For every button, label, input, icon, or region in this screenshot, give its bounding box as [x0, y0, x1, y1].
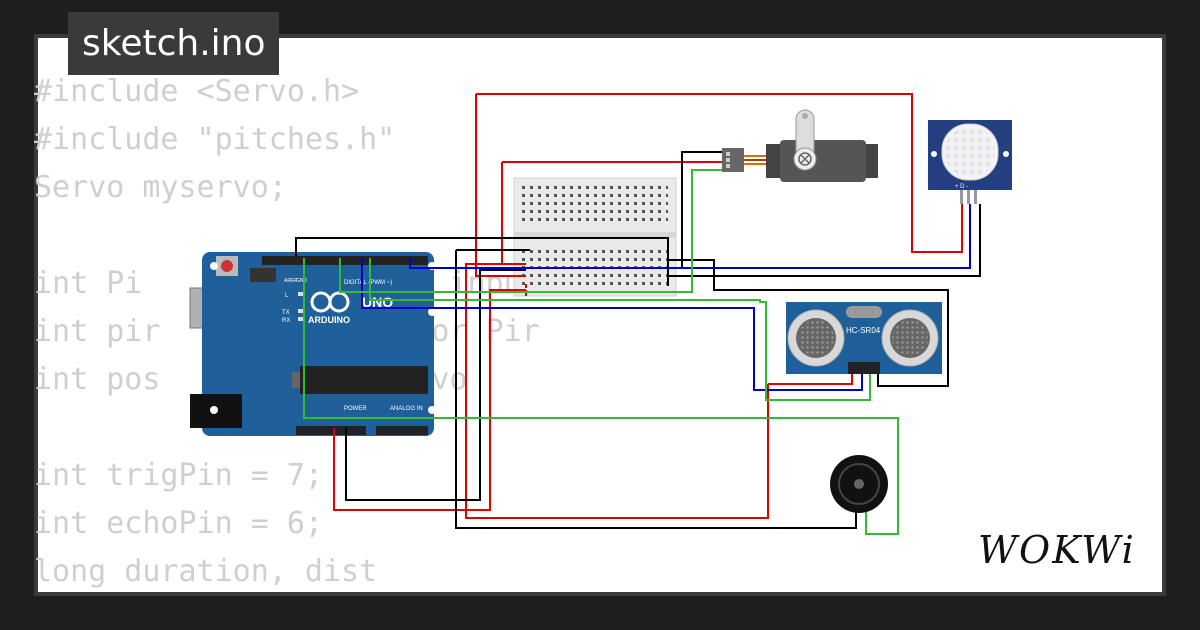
wokwi-logo: WOKWi — [978, 528, 1136, 572]
led-label: L — [285, 293, 289, 299]
power-label: POWER — [344, 406, 367, 412]
pir-pins-label: + D - — [955, 184, 968, 190]
code-line: int echoPin = 6; — [34, 506, 323, 541]
arduino-uno-board[interactable]: AREF GND DIGITAL (PWM ~) L TX RX UNO ARD… — [189, 252, 436, 436]
icsp-header — [250, 268, 276, 282]
analog-header — [376, 426, 428, 435]
ultrasonic-sensor[interactable]: HC-SR04 — [786, 302, 942, 374]
piezo-buzzer[interactable] — [830, 455, 888, 513]
rx-label: RX — [282, 318, 290, 324]
pir-sensor[interactable]: + D - — [928, 120, 1012, 204]
code-line: Servo myservo; — [34, 170, 287, 205]
wires — [295, 93, 981, 535]
servo-connector — [722, 148, 744, 172]
tx-label: TX — [282, 310, 290, 316]
code-line: int trigPin = 7; — [34, 458, 323, 493]
code-line: #include <Servo.h> — [34, 74, 360, 109]
gnd-label: GND — [296, 278, 308, 284]
code-background: #include <Servo.h> #include "pitches.h" … — [34, 68, 540, 596]
file-name-tab: sketch.ino — [68, 12, 280, 75]
digital-header — [262, 256, 428, 265]
servo-motor[interactable] — [722, 109, 878, 182]
code-line: #include "pitches.h" — [34, 122, 396, 157]
hc-sr04-label: HC-SR04 — [846, 326, 881, 335]
digital-label: DIGITAL (PWM ~) — [344, 280, 392, 286]
aref-label: AREF — [284, 278, 297, 284]
power-header — [296, 426, 366, 435]
analog-label: ANALOG IN — [390, 406, 423, 412]
arduino-label: ARDUINO — [308, 315, 350, 325]
code-line: long duration, dist — [34, 554, 378, 589]
atmega-chip — [300, 366, 428, 394]
